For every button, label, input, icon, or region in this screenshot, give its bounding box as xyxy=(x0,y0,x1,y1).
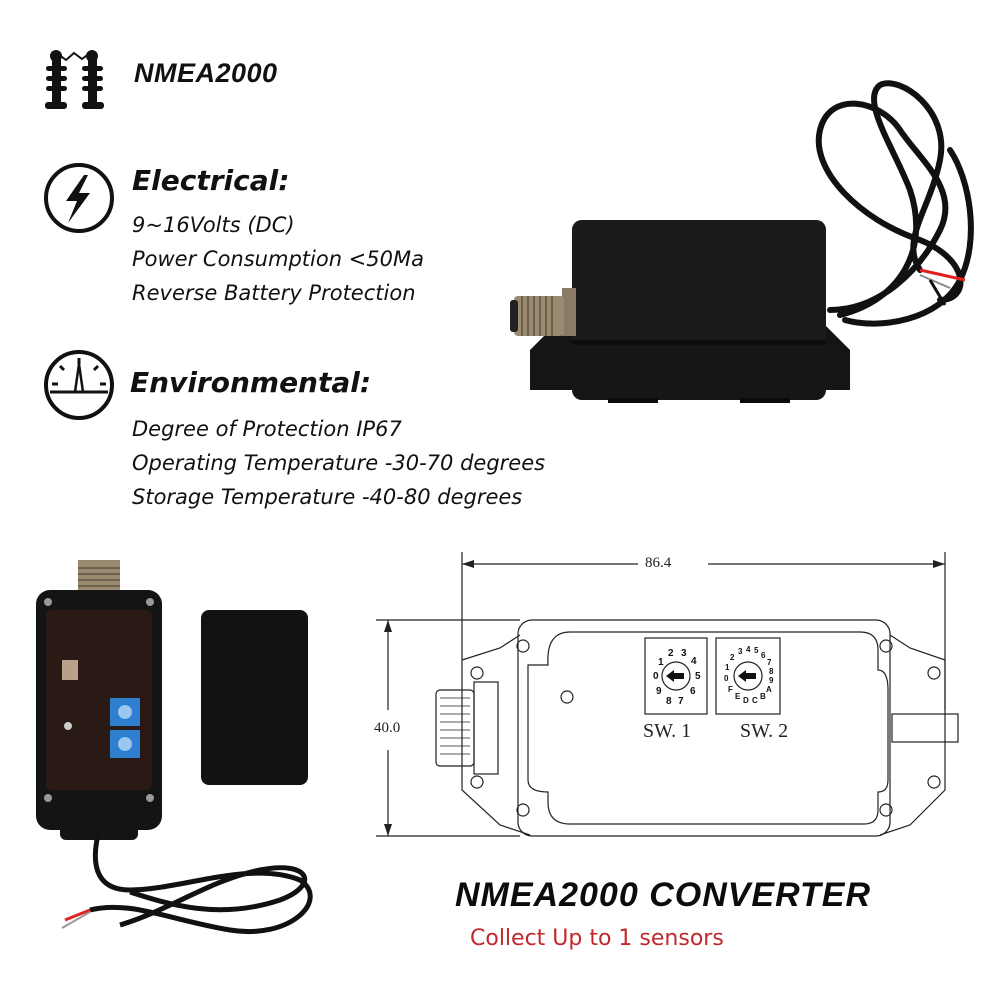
svg-text:9: 9 xyxy=(656,686,662,697)
product-subtitle: Collect Up to 1 sensors xyxy=(470,926,724,951)
svg-text:5: 5 xyxy=(754,646,759,655)
svg-text:E: E xyxy=(735,692,741,701)
height-dimension: 40.0 xyxy=(370,720,405,737)
gauge-icon xyxy=(44,350,114,420)
brand-title: NMEA2000 xyxy=(134,58,278,88)
svg-text:9: 9 xyxy=(769,676,774,685)
product-photo-lid xyxy=(201,610,308,785)
svg-text:B: B xyxy=(760,692,766,701)
svg-text:7: 7 xyxy=(678,696,684,707)
svg-text:C: C xyxy=(752,696,758,705)
svg-text:0: 0 xyxy=(653,671,659,682)
spec-line: Operating Temperature -30-70 degrees xyxy=(132,451,546,475)
spec-line: Degree of Protection IP67 xyxy=(132,417,402,441)
svg-text:D: D xyxy=(743,696,749,705)
svg-text:8: 8 xyxy=(666,696,672,707)
svg-text:8: 8 xyxy=(769,667,774,676)
svg-text:5: 5 xyxy=(695,671,701,682)
svg-text:4: 4 xyxy=(746,645,751,654)
svg-text:6: 6 xyxy=(690,686,696,697)
spec-line: Reverse Battery Protection xyxy=(132,281,416,305)
section-title-environmental: Environmental: xyxy=(130,366,372,399)
svg-text:3: 3 xyxy=(681,648,687,659)
svg-text:6: 6 xyxy=(761,651,766,660)
lightning-icon xyxy=(44,163,114,233)
svg-text:F: F xyxy=(728,685,733,694)
svg-text:0: 0 xyxy=(724,674,729,683)
electrical-spec-list: 9~16Volts (DC) Power Consumption <50Ma R… xyxy=(132,208,424,310)
svg-text:1: 1 xyxy=(658,657,664,668)
svg-text:3: 3 xyxy=(738,647,743,656)
switch-1-label: SW. 1 xyxy=(643,720,692,742)
svg-text:A: A xyxy=(766,685,772,694)
width-dimension: 86.4 xyxy=(641,555,676,572)
switch-photo xyxy=(110,698,140,758)
product-photo-open xyxy=(30,560,330,950)
svg-text:2: 2 xyxy=(668,648,674,659)
nmea-insulator-icon xyxy=(45,50,104,109)
product-title: NMEA2000 CONVERTER xyxy=(455,876,872,914)
product-photo-main xyxy=(500,70,1000,430)
spec-line: 9~16Volts (DC) xyxy=(132,213,295,237)
svg-text:2: 2 xyxy=(730,653,735,662)
switch-2-label: SW. 2 xyxy=(740,720,789,742)
svg-text:1: 1 xyxy=(725,663,730,672)
section-title-electrical: Electrical: xyxy=(132,164,290,197)
svg-text:4: 4 xyxy=(691,656,697,667)
svg-text:7: 7 xyxy=(767,658,772,667)
brand-icon xyxy=(44,48,108,112)
environmental-spec-list: Degree of Protection IP67 Operating Temp… xyxy=(132,412,545,514)
spec-line: Storage Temperature -40-80 degrees xyxy=(132,485,523,509)
spec-line: Power Consumption <50Ma xyxy=(132,247,424,271)
